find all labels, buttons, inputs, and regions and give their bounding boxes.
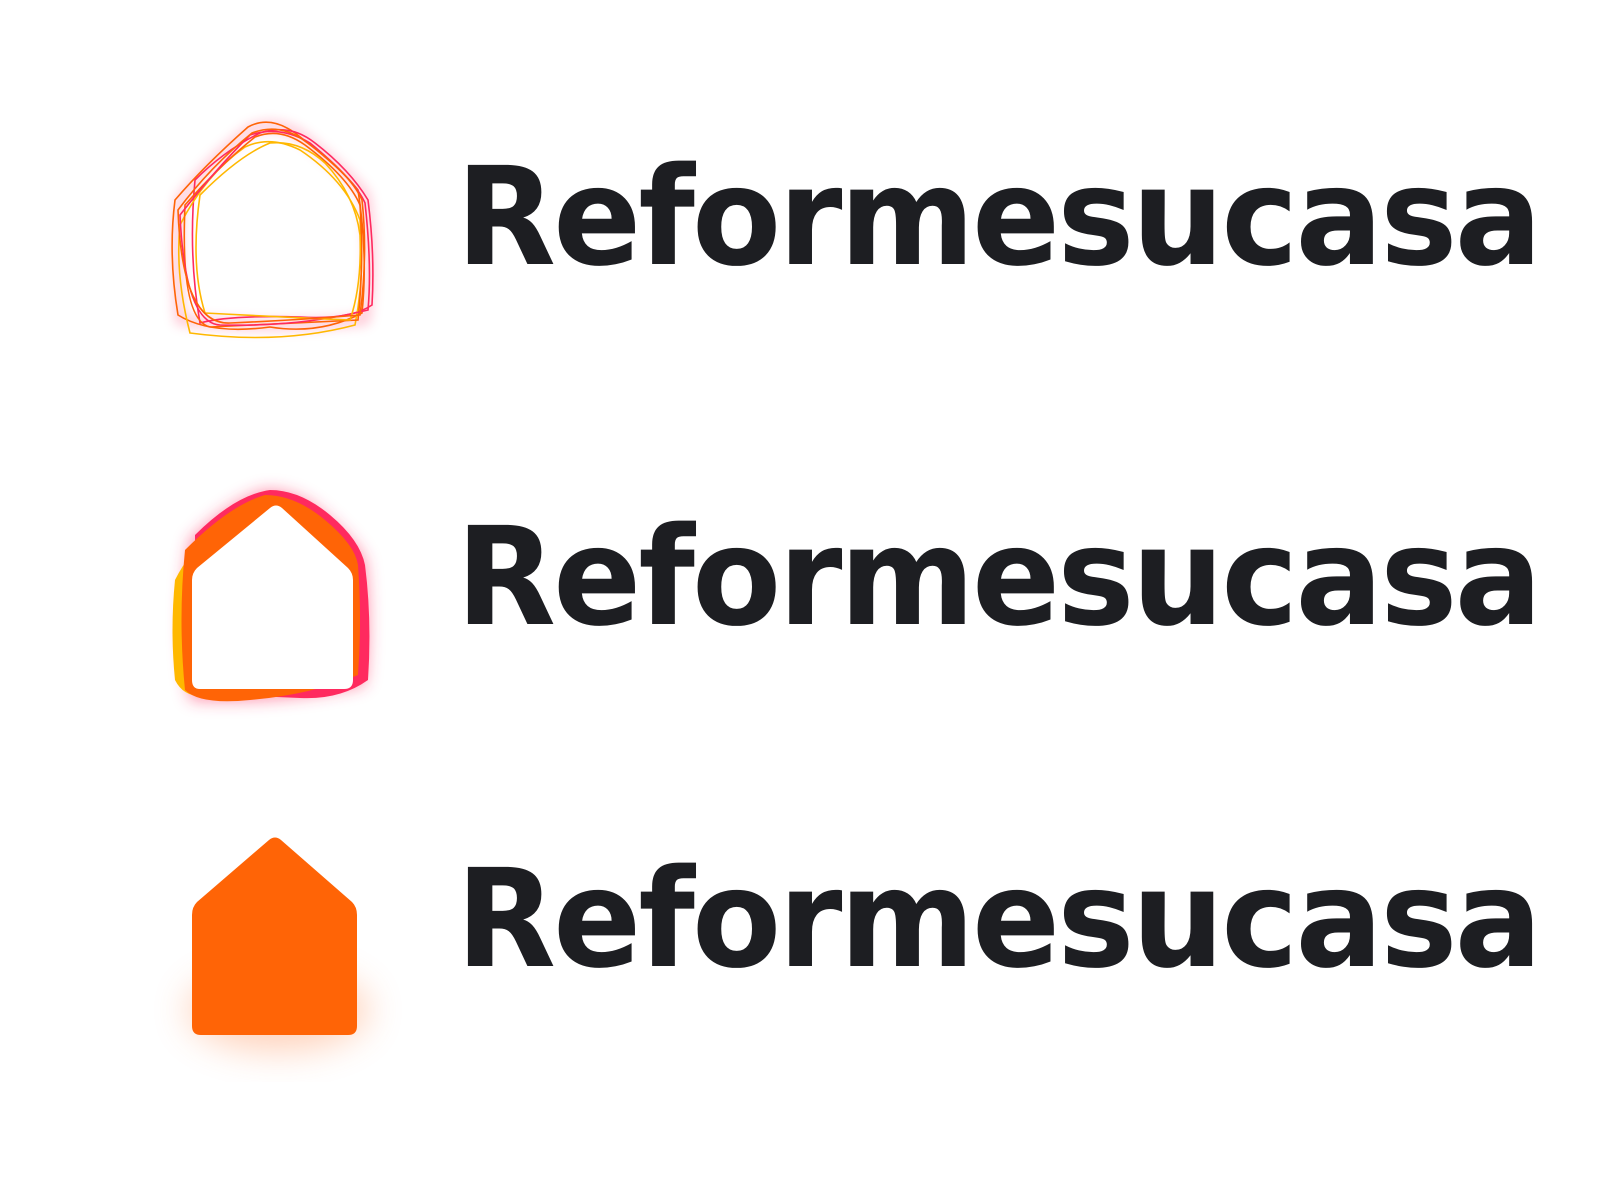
brand-wordmark: Reformesucasa <box>456 139 1542 297</box>
logo-variant-layered: Reformesucasa <box>0 360 1600 702</box>
brand-wordmark: Reformesucasa <box>456 499 1542 657</box>
house-outline-multistroke-icon <box>150 100 400 360</box>
house-solid-icon <box>150 810 400 1070</box>
logo-variant-outline: Reformesucasa <box>0 0 1600 339</box>
house-layered-icon <box>150 460 400 720</box>
brand-wordmark: Reformesucasa <box>456 841 1542 999</box>
logo-variant-solid: Reformesucasa <box>0 700 1600 1050</box>
